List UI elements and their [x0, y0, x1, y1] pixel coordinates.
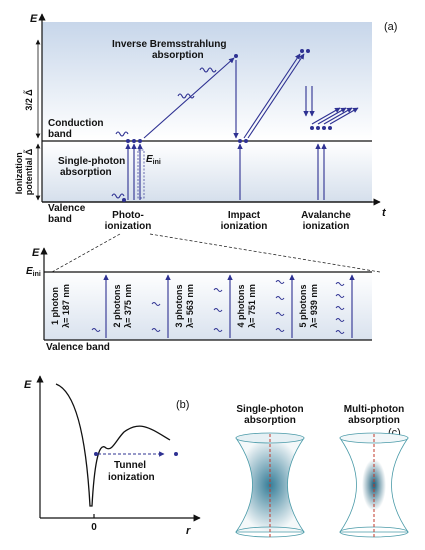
single-photon-label-2: absorption	[60, 167, 112, 178]
band-gap-region	[42, 142, 372, 202]
ionization-potential-label: Ionization potential Δ̃	[14, 148, 34, 195]
single-photon-c-label-2: absorption	[244, 415, 296, 426]
photo-ionization-label-1: Photo-	[112, 210, 144, 221]
zoom-band-region	[44, 272, 372, 340]
conduction-band-region	[42, 22, 372, 140]
photo-ionization-label-2: ionization	[105, 221, 152, 232]
single-photon-c-label-1: Single-photon	[236, 404, 303, 415]
svg-text:5 photons: 5 photons	[298, 285, 308, 328]
svg-text:λ= 375 nm: λ= 375 nm	[123, 284, 133, 328]
zoom-guide-left	[51, 233, 121, 273]
photon-wave-icons-a	[111, 67, 217, 199]
svg-text:λ= 563 nm: λ= 563 nm	[185, 284, 195, 328]
avalanche-ionization-arrows	[303, 86, 359, 200]
svg-text:λ= 187 nm: λ= 187 nm	[61, 284, 71, 328]
tunnel-label-1: Tunnel	[114, 460, 146, 471]
photon-column-2: 2 photons λ= 375 nm	[112, 274, 171, 338]
e-ini-label-zoom: Eini	[26, 266, 41, 278]
valence-band-label-zoom: Valence band	[46, 342, 110, 353]
photoionization-arrows	[122, 139, 145, 202]
avalanche-ionization-label-1: Avalanche	[301, 210, 351, 221]
three-half-delta-label: 3/2 Δ̃	[23, 89, 34, 111]
ionization-potential-line2: potential Δ̃	[23, 148, 34, 195]
e-ini-label-a: Eini	[146, 154, 161, 166]
axis-t-label: t	[382, 207, 387, 219]
impact-ionization-arrows	[233, 49, 310, 200]
svg-text:λ= 939 nm: λ= 939 nm	[309, 284, 319, 328]
tunnel-start-dot	[94, 452, 98, 456]
panel-b-tag: (b)	[176, 399, 189, 411]
panel-a-tag: (a)	[384, 21, 397, 33]
inverse-brems-label-1: Inverse Bremsstrahlung	[112, 39, 227, 50]
svg-text:4 photons: 4 photons	[236, 285, 246, 328]
zoom-guide-right	[149, 233, 381, 273]
zero-label: 0	[91, 522, 97, 533]
impact-ionization-label-1: Impact	[228, 210, 261, 221]
multi-photon-c-label-1: Multi-photon	[344, 404, 405, 415]
photon-column-4: 4 photons λ= 751 nm	[236, 274, 295, 338]
panel-zoom: E Eini Valence band 1 photon λ= 187 nm 2…	[26, 233, 381, 353]
potential-curve	[55, 383, 171, 507]
multi-photon-c-label-2: absorption	[348, 415, 400, 426]
axis-r-label: r	[186, 525, 191, 537]
tunnel-end-dot	[174, 452, 178, 456]
avalanche-ionization-label-2: ionization	[303, 221, 350, 232]
axis-e-label-a: E	[30, 13, 38, 25]
single-photon-label-1: Single-photon	[58, 156, 125, 167]
svg-text:λ= 751 nm: λ= 751 nm	[247, 284, 257, 328]
multi-photon-beam	[339, 432, 409, 538]
photon-column-5: 5 photons λ= 939 nm	[298, 274, 355, 338]
svg-text:1 photon: 1 photon	[50, 287, 60, 325]
tunnel-label-2: ionization	[108, 472, 155, 483]
inverse-brems-label-2: absorption	[152, 50, 204, 61]
impact-ionization-label-2: ionization	[221, 221, 268, 232]
panel-c: (c) Single-photon absorption Multi-photo…	[235, 404, 409, 538]
photon-column-3: 3 photons λ= 563 nm	[174, 274, 233, 338]
axis-e-label-b: E	[24, 379, 32, 391]
single-photon-beam	[235, 432, 305, 538]
photon-column-1: 1 photon λ= 187 nm	[50, 274, 109, 338]
inverse-brems-arrows	[143, 54, 238, 139]
panel-a: E t (a) 3/2 Δ̃ Ionization potential Δ̃ C…	[14, 13, 397, 232]
svg-text:2 photons: 2 photons	[112, 285, 122, 328]
panel-b: E r 0 (b) Tunnel ionization	[24, 375, 201, 537]
svg-text:3 photons: 3 photons	[174, 285, 184, 328]
axis-e-label-zoom: E	[32, 247, 40, 259]
ionization-potential-line1: Ionization	[14, 152, 24, 194]
